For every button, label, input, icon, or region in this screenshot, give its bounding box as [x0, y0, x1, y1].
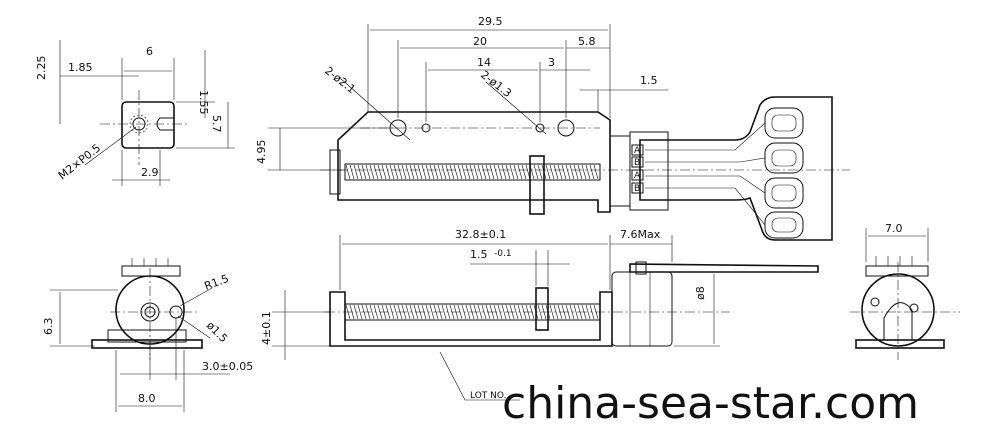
dim-7-0: 7.0	[885, 222, 903, 235]
pcb-pad-1: A	[631, 144, 644, 156]
dim-5-8: 5.8	[578, 35, 596, 48]
dim-3: 3	[548, 56, 555, 69]
lead-screw	[344, 163, 601, 181]
dim-8-0: 8.0	[138, 392, 156, 405]
dim-1-85: 1.85	[68, 61, 93, 74]
svg-text:A: A	[634, 171, 641, 181]
watermark: china-sea-star.com	[502, 378, 919, 429]
dim-4: 4±0.1	[260, 311, 273, 345]
dim-r1-5: R1.5	[203, 272, 231, 293]
pcb-pad-2: B	[631, 156, 644, 168]
side-view: 32.8±0.1 7.6Max 1.5 -0.1 ø8 4±0.1 LOT NO…	[260, 228, 819, 401]
dim-2-9: 2.9	[141, 166, 159, 179]
dim-4-95: 4.95	[255, 140, 268, 165]
dim-hole-small: 2-ø1.3	[478, 68, 514, 100]
svg-text:B: B	[634, 184, 640, 194]
end-view-top: 6 1.85 2.25 1.55 5.7 M2×P0.5 2.9	[35, 40, 235, 186]
dim-32-8: 32.8±0.1	[455, 228, 506, 241]
dim-29-5: 29.5	[478, 15, 503, 28]
svg-text:A: A	[634, 146, 641, 156]
pcb-pad-3: A	[631, 169, 644, 181]
dim-stroke-tol: -0.1	[494, 249, 512, 259]
dim-m2: M2×P0.5	[56, 141, 103, 182]
end-view-right: 7.0	[850, 222, 960, 360]
front-view: A B A B 29.5 20 5.8 14 3 1.5 2-ø2.1	[255, 15, 850, 241]
dim-3-0: 3.0±0.05	[202, 360, 253, 373]
lot-label: LOT NO.	[470, 391, 506, 401]
dim-stroke: 1.5	[470, 248, 488, 261]
dim-6-3: 6.3	[42, 318, 55, 336]
dim-diameter: ø8	[694, 286, 707, 300]
dim-pin: ø1.5	[204, 319, 230, 345]
dim-14: 14	[477, 56, 491, 69]
flex-pcb: A B A B	[631, 96, 833, 241]
pcb-pad-4: B	[631, 182, 644, 194]
svg-text:B: B	[634, 158, 640, 168]
dim-2-25: 2.25	[35, 56, 48, 81]
dim-7-6: 7.6Max	[620, 228, 661, 241]
dim-20: 20	[473, 35, 487, 48]
dim-1-5: 1.5	[640, 74, 658, 87]
dim-5-7: 5.7	[210, 115, 223, 133]
dim-1-55: 1.55	[197, 90, 210, 115]
end-view-bottom: R1.5 ø1.5 6.3 3.0±0.05 8.0	[42, 258, 253, 412]
dim-hole-large: 2-ø2.1	[322, 64, 358, 96]
dim-6: 6	[146, 45, 153, 58]
